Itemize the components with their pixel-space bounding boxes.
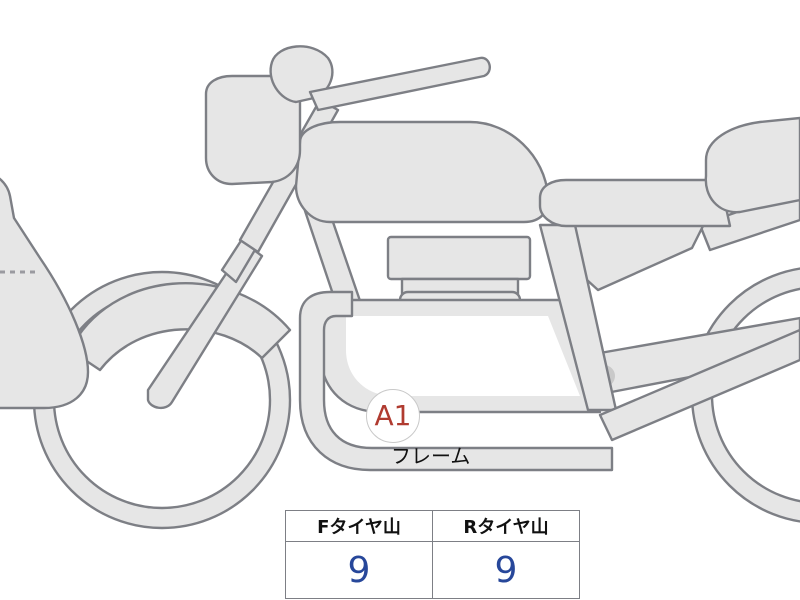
rider-silhouette (0, 177, 90, 410)
tail-cowl (704, 116, 800, 214)
part-marker-a1[interactable]: A1 (366, 389, 420, 443)
handlebar (308, 56, 491, 112)
frame (296, 188, 800, 472)
rear-tyre-header: Rタイヤ山 (432, 510, 580, 542)
part-label-frame: フレーム (391, 444, 471, 468)
table-row: 9 9 (285, 541, 580, 599)
seat (538, 178, 732, 228)
fuel-tank (294, 120, 550, 224)
marker-label: A1 (374, 399, 412, 432)
table-header-row: Fタイヤ山 Rタイヤ山 (285, 510, 580, 542)
headlight (204, 45, 334, 186)
front-fender (68, 281, 292, 372)
front-tyre-value: 9 (285, 541, 433, 599)
front-tyre-header: Fタイヤ山 (285, 510, 433, 542)
rear-tyre-value: 9 (432, 541, 580, 599)
tyre-tread-table: Fタイヤ山 Rタイヤ山 9 9 (285, 510, 580, 599)
